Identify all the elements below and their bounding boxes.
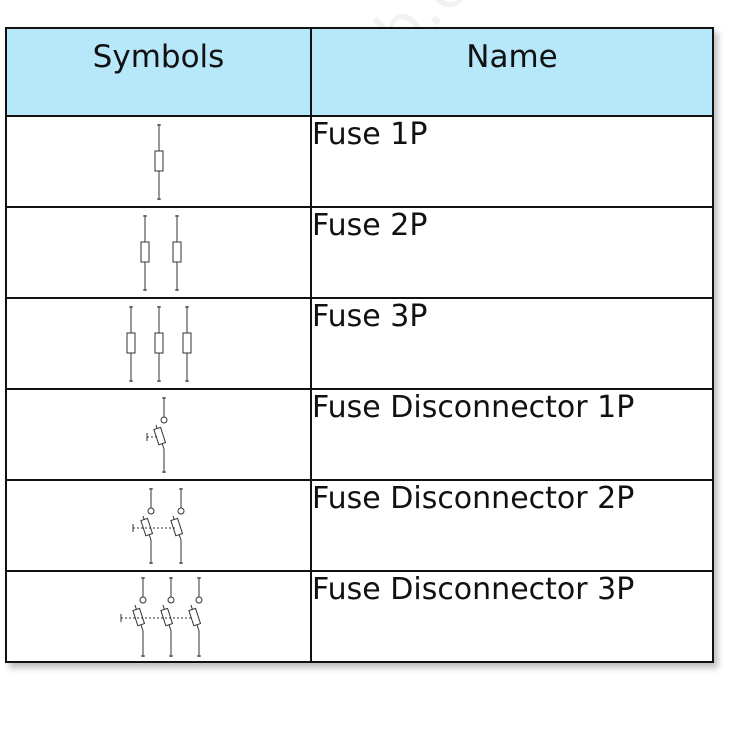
name-cell: Fuse 2P <box>310 206 714 299</box>
table-row: Fuse Disconnector 2P <box>5 479 714 572</box>
symbol-cell <box>5 297 312 390</box>
symbol-cell <box>5 388 312 481</box>
header-row: Symbols Name <box>5 27 714 117</box>
header-name: Name <box>310 27 714 117</box>
fuse-3p-icon <box>126 305 191 382</box>
name-cell: Fuse Disconnector 1P <box>310 388 714 481</box>
header-symbols: Symbols <box>5 27 312 117</box>
name-cell: Fuse Disconnector 3P <box>310 570 714 663</box>
fuse-disconnector-3p-icon <box>120 576 202 657</box>
fuse-disconnector-2p-icon <box>132 487 184 564</box>
fuse-1p-icon <box>154 123 163 200</box>
fuse-2p-icon <box>140 214 181 291</box>
name-cell: Fuse 3P <box>310 297 714 390</box>
symbol-cell <box>5 479 312 572</box>
symbol-cell <box>5 570 312 663</box>
name-cell: Fuse 1P <box>310 115 714 208</box>
table-row: Fuse 2P <box>5 206 714 299</box>
symbols-table: Symbols Name Fuse 1P <box>5 27 714 663</box>
name-cell: Fuse Disconnector 2P <box>310 479 714 572</box>
table-row: Fuse 1P <box>5 115 714 208</box>
symbol-cell <box>5 115 312 208</box>
table-row: Fuse 3P <box>5 297 714 390</box>
table-row: Fuse Disconnector 3P <box>5 570 714 663</box>
fuse-disconnector-1p-icon <box>146 396 167 473</box>
symbol-cell <box>5 206 312 299</box>
table-row: Fuse Disconnector 1P <box>5 388 714 481</box>
